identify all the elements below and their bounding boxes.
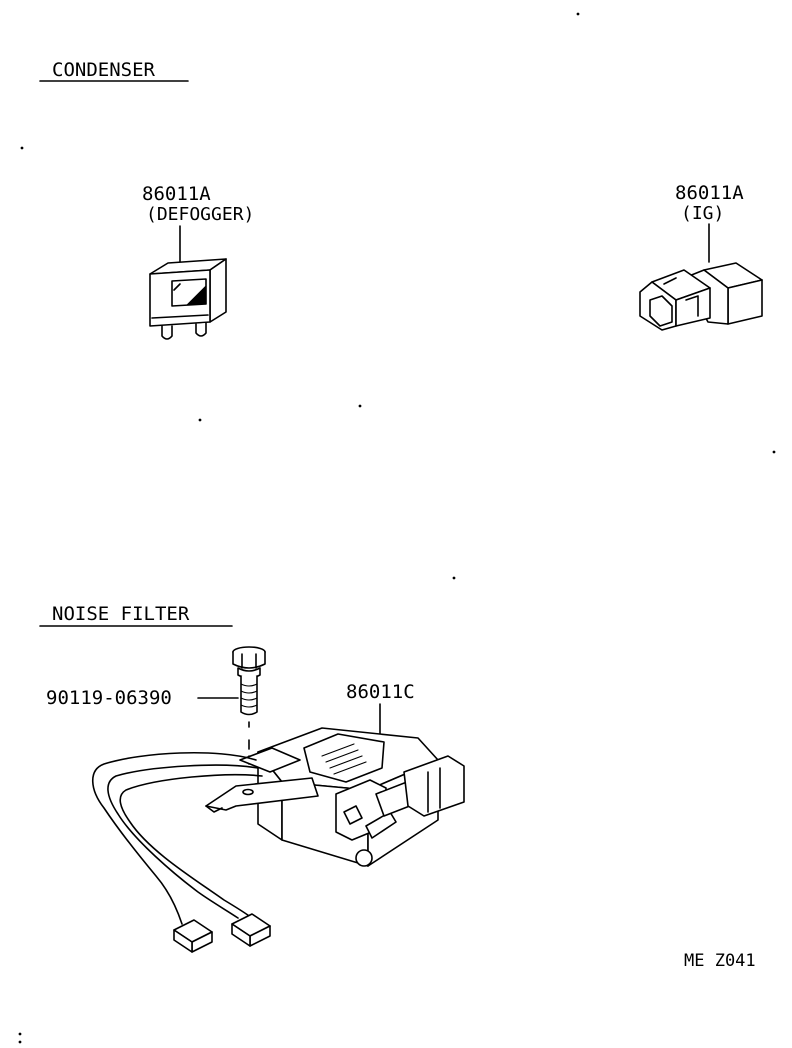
noise-filter-drawing (91, 727, 465, 953)
defogger-part-note: (DEFOGGER) (146, 204, 254, 225)
figure-code: ME Z041 (684, 951, 756, 971)
condenser-section-title: CONDENSER (52, 59, 156, 81)
ig-part-note: (IG) (681, 203, 724, 224)
bolt-part-number: 90119-06390 (46, 687, 172, 709)
defogger-part-number: 86011A (142, 183, 211, 205)
ig-part-number: 86011A (675, 182, 744, 204)
ig-condenser-drawing (639, 262, 763, 331)
defogger-condenser-drawing (149, 258, 227, 340)
bolt-drawing (232, 646, 266, 765)
filter-part-number: 86011C (346, 681, 415, 703)
noise-filter-section-title: NOISE FILTER (52, 603, 190, 625)
